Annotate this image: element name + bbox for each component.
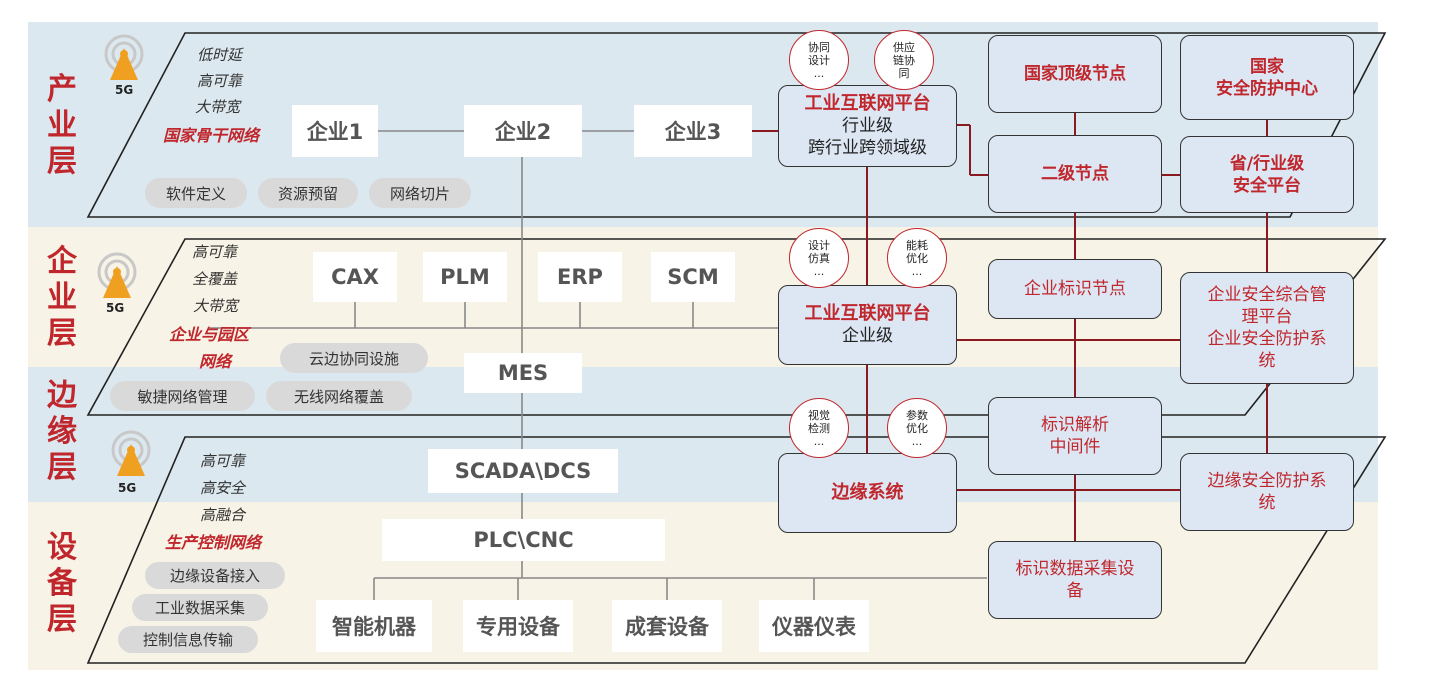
system-scada-dcs: SCADA\DCS <box>428 449 618 493</box>
edge-system-label: 边缘系统 <box>831 482 904 503</box>
system-mes: MES <box>464 353 582 393</box>
bubble-supply-chain: 供应 链协 同 <box>874 30 934 90</box>
security-enterprise: 企业安全综合管 理平台 企业安全防护系 统 <box>1180 272 1354 384</box>
pill-cloud-edge: 云边协同设施 <box>280 343 428 373</box>
signal-tower-icon <box>97 252 137 298</box>
pill-resource-reservation: 资源预留 <box>258 178 358 208</box>
platform-industry-sub2: 跨行业跨领域级 <box>808 138 927 158</box>
plane-enterprise <box>86 238 1387 416</box>
layer-label-enterprise: 企业层 <box>47 244 77 351</box>
pill-industrial-data: 工业数据采集 <box>132 594 268 621</box>
node-national-top: 国家顶级节点 <box>988 35 1162 113</box>
feature-industry-1: 低时延 <box>197 46 243 64</box>
equipment-complete-set: 成套设备 <box>612 600 722 652</box>
system-erp: ERP <box>538 252 622 302</box>
security-national-center: 国家 安全防护中心 <box>1180 35 1354 120</box>
signal-label-enterprise: 5G <box>106 301 125 315</box>
pill-edge-access: 边缘设备接入 <box>145 562 285 589</box>
system-plm: PLM <box>423 252 507 302</box>
signal-label-industry: 5G <box>115 83 134 97</box>
platform-enterprise-sub: 企业级 <box>842 326 893 346</box>
pill-control-transmission: 控制信息传输 <box>118 626 258 653</box>
node-enterprise-identity: 企业标识节点 <box>988 259 1162 319</box>
pill-network-slicing: 网络切片 <box>369 178 471 208</box>
pill-agile-network: 敏捷网络管理 <box>110 381 255 411</box>
feature-industry-3: 大带宽 <box>195 98 241 116</box>
platform-industry-title: 工业互联网平台 <box>804 93 931 114</box>
node-identity-collector: 标识数据采集设 备 <box>988 541 1162 619</box>
node-secondary: 二级节点 <box>988 135 1162 213</box>
layer-label-industry: 产业层 <box>47 72 77 179</box>
system-scm: SCM <box>651 252 735 302</box>
feature-device-2: 高安全 <box>200 479 246 497</box>
system-plc-cnc: PLC\CNC <box>382 519 665 561</box>
bubble-parameter-optimization: 参数 优化 ... <box>887 398 947 458</box>
layer-label-edge: 边缘层 <box>47 378 77 485</box>
pill-software-defined: 软件定义 <box>145 178 247 208</box>
network-enterprise-line1: 企业与园区 <box>169 325 250 344</box>
feature-industry-2: 高可靠 <box>197 72 243 90</box>
platform-industry: 工业互联网平台 行业级 跨行业跨领域级 <box>778 85 957 167</box>
enterprise-node-3: 企业3 <box>634 105 752 157</box>
bubble-energy-optimization: 能耗 优化 ... <box>887 228 947 288</box>
bubble-design-simulation: 设计 仿真 ... <box>789 228 849 288</box>
equipment-instruments: 仪器仪表 <box>759 600 869 652</box>
node-identity-resolver: 标识解析 中间件 <box>988 397 1162 475</box>
security-provincial: 省/行业级 安全平台 <box>1180 136 1354 213</box>
edge-system: 边缘系统 <box>778 453 957 533</box>
platform-enterprise-title: 工业互联网平台 <box>804 303 931 324</box>
feature-enterprise-1: 高可靠 <box>192 243 238 261</box>
bubble-collab-design: 协同 设计 ... <box>789 30 849 90</box>
feature-enterprise-2: 全覆盖 <box>192 270 238 288</box>
platform-industry-sub1: 行业级 <box>842 116 893 136</box>
network-enterprise-line2: 网络 <box>199 352 232 371</box>
security-edge: 边缘安全防护系 统 <box>1180 453 1354 531</box>
enterprise-node-2: 企业2 <box>464 105 582 157</box>
network-device: 生产控制网络 <box>165 533 262 552</box>
network-industry: 国家骨干网络 <box>163 126 260 145</box>
equipment-smart-machine: 智能机器 <box>316 600 432 652</box>
layer-label-device: 设备层 <box>47 530 77 637</box>
bubble-visual-inspection: 视觉 检测 ... <box>789 398 849 458</box>
equipment-dedicated: 专用设备 <box>463 600 573 652</box>
feature-device-3: 高融合 <box>200 506 246 524</box>
feature-enterprise-3: 大带宽 <box>193 297 239 315</box>
system-cax: CAX <box>313 252 397 302</box>
pill-wireless-coverage: 无线网络覆盖 <box>266 381 412 411</box>
signal-tower-icon <box>111 430 151 476</box>
feature-device-1: 高可靠 <box>200 452 246 470</box>
signal-label-device: 5G <box>118 481 137 495</box>
plane-device <box>86 436 1387 664</box>
signal-tower-icon <box>104 34 144 80</box>
platform-enterprise: 工业互联网平台 企业级 <box>778 285 957 365</box>
enterprise-node-1: 企业1 <box>292 105 378 157</box>
